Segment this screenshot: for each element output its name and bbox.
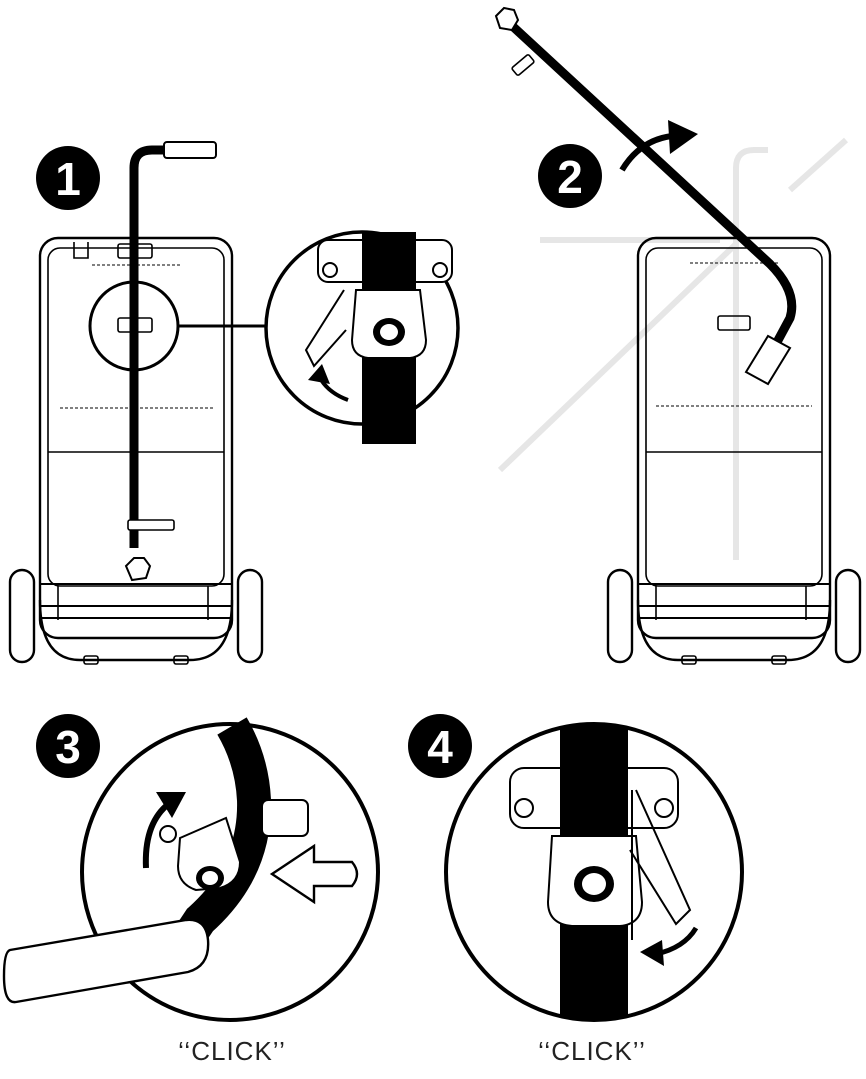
- rotate-arrow-icon: [142, 792, 186, 869]
- handle-grip-icon: [2, 918, 210, 1004]
- step-1-badge: 1: [36, 146, 100, 210]
- step-2-panel: 2: [494, 6, 862, 665]
- trailer-frame-icon: [606, 236, 862, 665]
- step-4-panel: 4 ‘‘CLICK’’: [408, 714, 744, 1066]
- step-3-number: 3: [55, 721, 81, 773]
- step-2-number: 2: [557, 151, 583, 203]
- step-3-badge: 3: [36, 714, 100, 778]
- tow-arm-icon: [494, 6, 797, 386]
- step-2-badge: 2: [538, 144, 602, 208]
- tow-arm-icon: [124, 141, 217, 582]
- rotate-arrow-icon: [640, 926, 699, 966]
- clamp-bracket-icon: [264, 230, 460, 444]
- clamp-bracket-icon: [509, 726, 692, 1018]
- step-3-panel: 3 ‘‘CLICK’’: [2, 714, 380, 1066]
- ghost-arm-icon: [497, 137, 848, 560]
- step-4-caption: ‘‘CLICK’’: [538, 1036, 646, 1066]
- step-3-caption: ‘‘CLICK’’: [178, 1036, 286, 1066]
- step-4-badge: 4: [408, 714, 472, 778]
- rotate-arrow-icon: [619, 120, 698, 172]
- step-1-number: 1: [55, 153, 81, 205]
- step-1-panel: 1: [8, 141, 460, 665]
- clamp-bracket-icon: [159, 717, 309, 948]
- step-4-number: 4: [427, 721, 453, 773]
- push-arrow-icon: [269, 843, 359, 905]
